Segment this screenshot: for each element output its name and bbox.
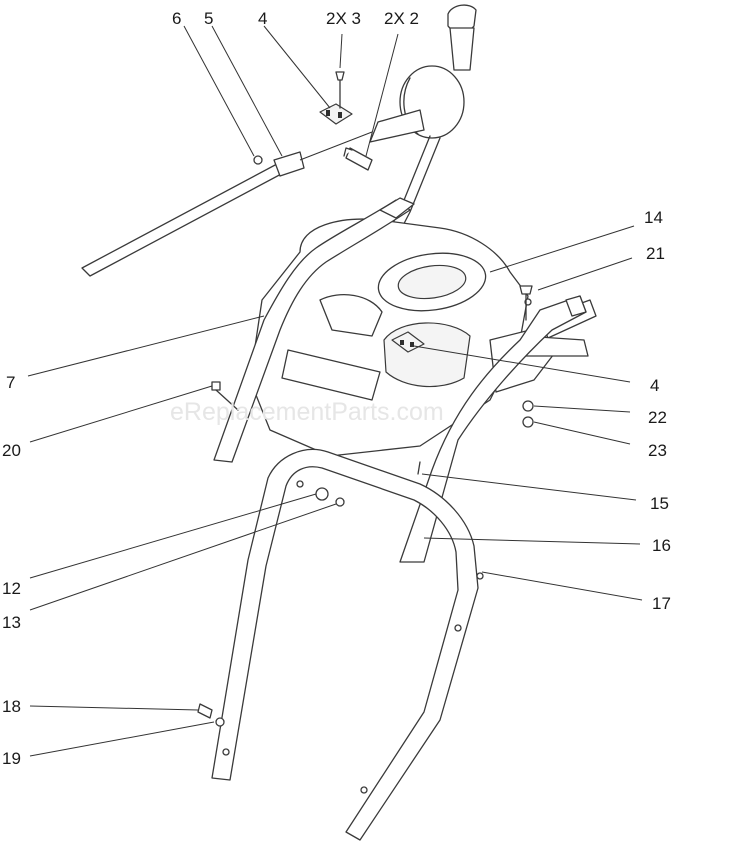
bracket-center: [391, 331, 425, 353]
callout-23: 23: [648, 441, 667, 460]
callout-21: 21: [646, 244, 665, 263]
callout-16: 16: [652, 536, 671, 555]
callout-18: 18: [2, 697, 21, 716]
callout-17: 17: [652, 594, 671, 613]
control-rod: [81, 131, 373, 277]
callout-5: 5: [204, 9, 213, 28]
callout-2: 2X 2: [384, 9, 419, 28]
callout-3: 2X 3: [326, 9, 361, 28]
callout-19: 19: [2, 749, 21, 768]
callout-15: 15: [650, 494, 669, 513]
callout-6: 6: [172, 9, 181, 28]
gasket: [377, 252, 487, 312]
callout-7: 7: [6, 373, 15, 392]
callout-4: 4: [650, 376, 659, 395]
callout-labels: 6 5 4 2X 3 2X 2 14 21 7 4 20 22 23 15 16…: [2, 9, 671, 768]
leader-lines: [27, 25, 643, 757]
lower-handle: [211, 448, 484, 841]
callout-14: 14: [644, 208, 663, 227]
callout-13: 13: [2, 613, 21, 632]
callout-20: 20: [2, 441, 21, 460]
callout-22: 22: [648, 408, 667, 427]
watermark: eReplacementParts.com: [170, 398, 444, 426]
callout-4-top: 4: [258, 9, 267, 28]
callout-12: 12: [2, 579, 21, 598]
bracket-top: [319, 71, 373, 171]
